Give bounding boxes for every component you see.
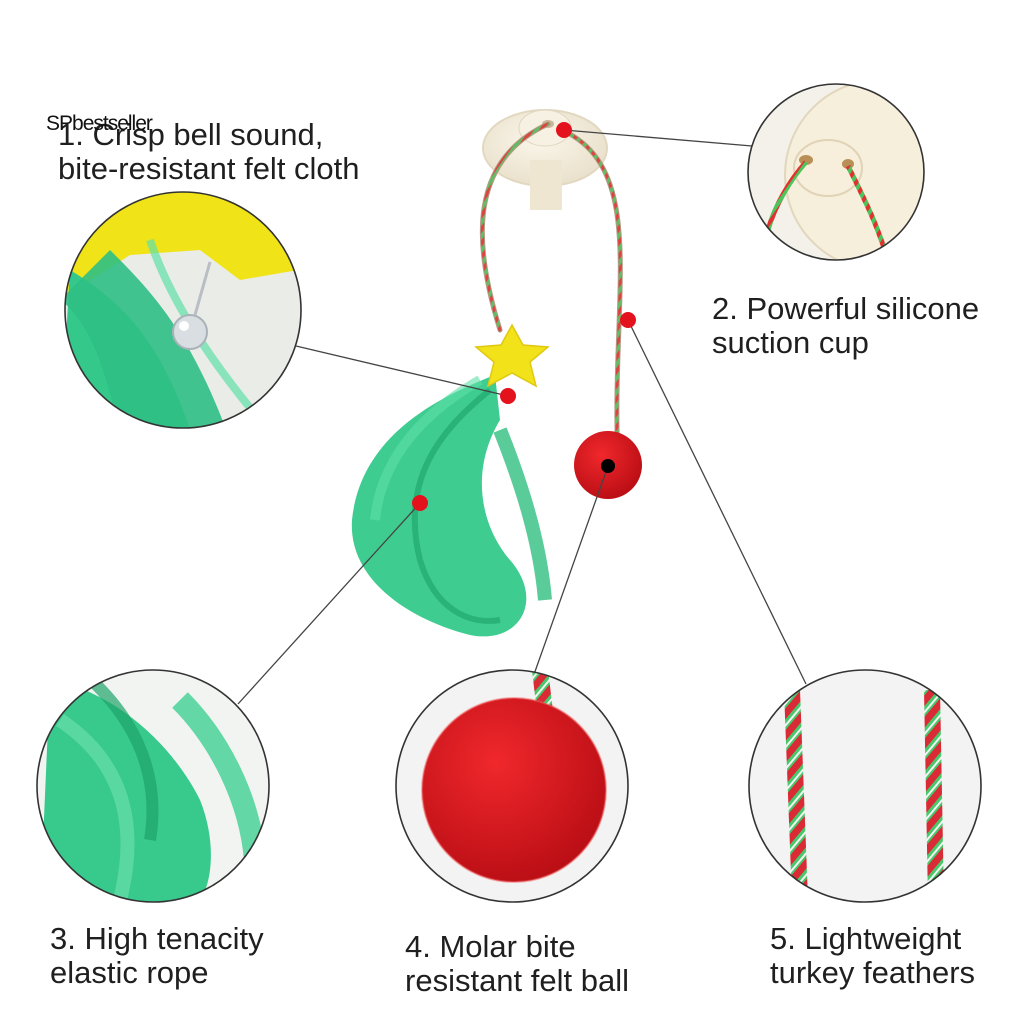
marker-dots	[412, 122, 636, 511]
zoom-feather-detail	[36, 669, 270, 903]
elastic-rope	[479, 121, 623, 463]
caption-bell: 1. Crisp bell sound, bite-resistant felt…	[58, 118, 360, 186]
caption-felt-line2: resistant felt ball	[405, 963, 629, 998]
yellow-star	[474, 323, 550, 388]
caption-rope-line2: elastic rope	[50, 955, 209, 990]
caption-feathers: 5. Lightweight turkey feathers	[770, 922, 975, 990]
caption-rope-line1: 3. High tenacity	[50, 921, 264, 956]
leader-lines	[237, 129, 807, 705]
caption-suction-line1: 2. Powerful silicone	[712, 291, 980, 326]
caption-rope: 3. High tenacity elastic rope	[50, 922, 264, 990]
caption-bell-line2: bite-resistant felt cloth	[58, 151, 360, 186]
watermark: SPbestseller	[46, 112, 153, 135]
zoom-suction-detail	[747, 83, 925, 261]
zoom-bell-detail	[64, 191, 302, 429]
zoom-felt-ball-detail	[395, 669, 629, 903]
zoom-rope-detail	[748, 669, 982, 903]
caption-feathers-line2: turkey feathers	[770, 955, 976, 990]
caption-suction-line2: suction cup	[712, 325, 869, 360]
caption-bell-line1: 1. Crisp bell sound,	[58, 117, 324, 152]
caption-felt-line1: 4. Molar bite	[405, 929, 576, 964]
caption-feathers-line1: 5. Lightweight	[770, 921, 962, 956]
caption-felt-ball: 4. Molar bite resistant felt ball	[405, 930, 629, 998]
green-feather	[351, 375, 552, 637]
caption-suction-cup: 2. Powerful silicone suction cup	[712, 292, 979, 360]
